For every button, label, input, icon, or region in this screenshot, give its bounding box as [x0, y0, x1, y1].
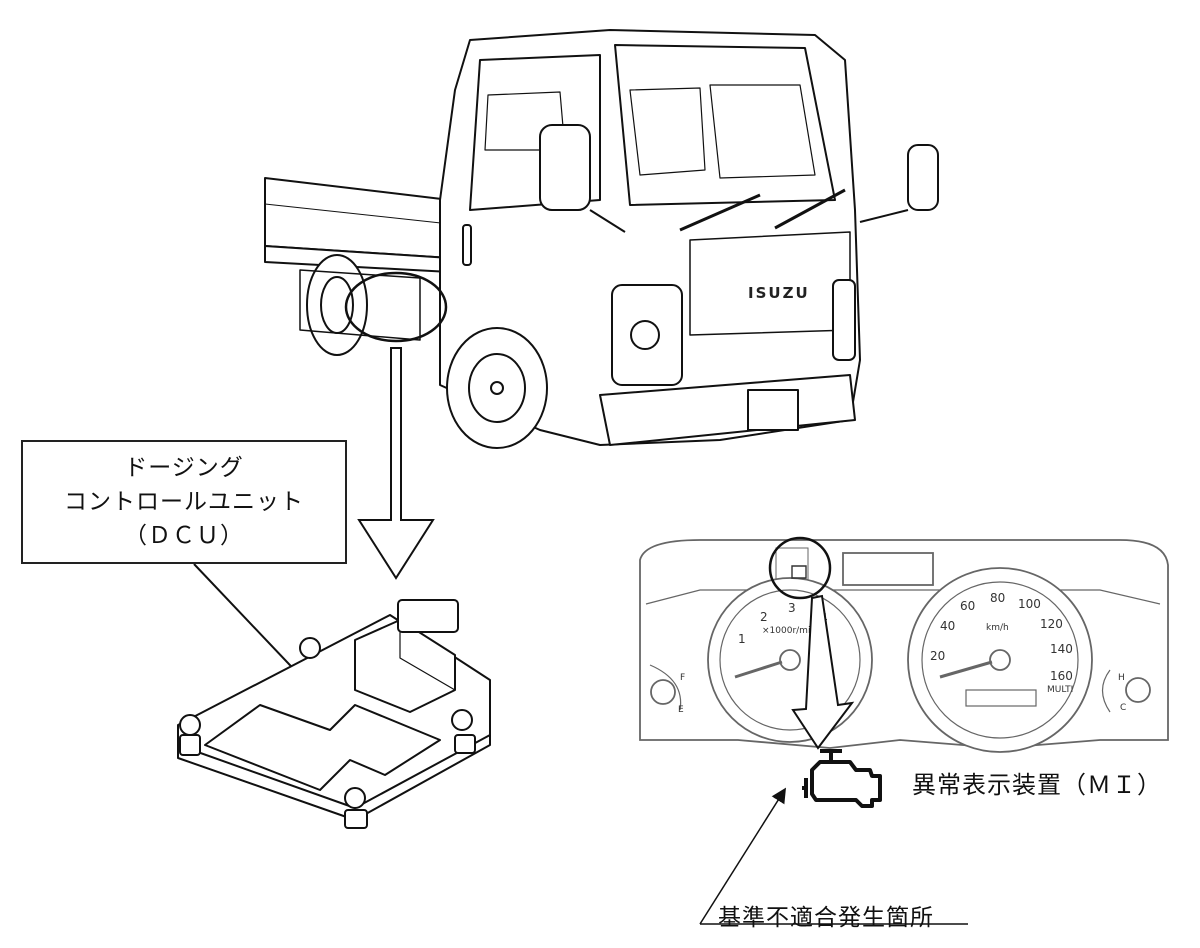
- tach-tick-2: 2: [760, 610, 768, 624]
- speed-unit: km/h: [986, 623, 1009, 633]
- speedometer-labels: 20 40 60 80 100 120 140 160 km/h MULTI: [930, 591, 1073, 695]
- speed-tick-40: 40: [940, 619, 955, 633]
- fuel-gauge: [650, 679, 676, 705]
- mi-label: 異常表示装置（ＭＩ）: [912, 771, 1162, 799]
- tach-tick-1: 1: [738, 632, 746, 646]
- speed-tick-80: 80: [990, 591, 1005, 605]
- temp-hot-label: H: [1118, 673, 1125, 683]
- center-display: [842, 552, 934, 586]
- dcu-pointer-arrow: [357, 347, 435, 580]
- windshield: [614, 44, 836, 206]
- speed-tick-100: 100: [1018, 597, 1041, 611]
- mi-location-highlight: [768, 536, 832, 600]
- speed-multi-label: MULTI: [1047, 685, 1073, 695]
- temp-cold-label: C: [1120, 703, 1126, 713]
- engine-check-icon: [802, 749, 882, 808]
- right-headlight: [832, 279, 856, 361]
- speed-tick-60: 60: [960, 599, 975, 613]
- dcu-label-line3: （ＤＣＵ）: [124, 523, 244, 549]
- truck-illustration: ISUZU: [264, 29, 939, 449]
- mi-pointer-arrow: [791, 594, 855, 750]
- brand-logo: ISUZU: [748, 284, 810, 302]
- dcu-label-box: ドージング コントロールユニット （ＤＣＵ）: [21, 440, 347, 564]
- instrument-cluster: [639, 539, 1169, 753]
- defect-location-label: 基準不適合発生箇所: [718, 905, 934, 931]
- left-headlight: [611, 284, 683, 386]
- dcu-label-line1: ドージング: [124, 455, 244, 481]
- speed-tick-140: 140: [1050, 642, 1073, 656]
- defect-pointer-arrow: [699, 787, 787, 925]
- right-mirror: [907, 144, 939, 211]
- tach-tick-3: 3: [788, 601, 796, 615]
- speed-tick-20: 20: [930, 649, 945, 663]
- temp-gauge: [1125, 677, 1151, 703]
- dcu-leader-line: [193, 563, 307, 683]
- dcu-location-highlight: [344, 271, 448, 343]
- left-mirror: [539, 124, 591, 211]
- cluster-warning-lamp-icon: [791, 565, 807, 579]
- speed-tick-120: 120: [1040, 617, 1063, 631]
- speed-tick-160: 160: [1050, 669, 1073, 683]
- fuel-full-label: F: [680, 673, 685, 683]
- dcu-label-line2: コントロールユニット: [64, 489, 304, 515]
- cargo-bed: [264, 177, 451, 259]
- tach-unit: ×1000r/min: [762, 626, 816, 636]
- dcu-unit: [177, 599, 491, 829]
- fuel-empty-label: E: [678, 705, 684, 715]
